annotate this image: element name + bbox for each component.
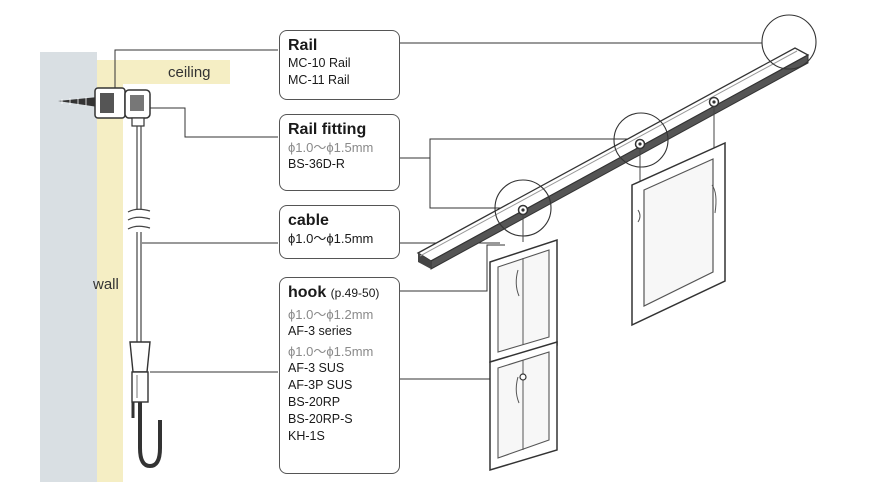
cable-box-title: cable — [288, 212, 329, 229]
ceiling-label: ceiling — [168, 64, 211, 81]
hook-icon — [129, 341, 162, 469]
rail-fitting-spec: ϕ1.0～ϕ1.5mm — [288, 140, 374, 155]
wall-rail-profile — [94, 87, 151, 127]
rail-item: MC-11 Rail — [288, 73, 350, 87]
rail-box: Rail MC-10 Rail MC-11 Rail — [279, 30, 400, 100]
main-rail — [416, 47, 810, 270]
hook-spec-2: ϕ1.0～ϕ1.5mm — [288, 344, 374, 359]
hook-item: AF-3P SUS — [288, 378, 353, 392]
rail-item: MC-10 Rail — [288, 56, 351, 70]
hook-item: AF-3 series — [288, 324, 352, 338]
hook-item: KH-1S — [288, 429, 325, 443]
hook-box: hook (p.49-50) ϕ1.0～ϕ1.2mm AF-3 series ϕ… — [279, 277, 400, 474]
cable-spec: ϕ1.0～ϕ1.5mm — [288, 231, 374, 246]
hook-title-note: (p.49-50) — [330, 286, 380, 300]
hook-item: BS-20RP-S — [288, 412, 353, 426]
wall-label: wall — [93, 276, 119, 293]
hook-title-text: hook — [288, 284, 327, 301]
ceiling-band — [97, 60, 230, 84]
hook-box-title: hook (p.49-50) — [288, 283, 391, 303]
picture-frame-lower — [489, 340, 558, 472]
wall-panel — [97, 60, 123, 482]
wall-cable — [127, 126, 151, 342]
hook-item: BS-20RP — [288, 395, 341, 409]
rail-fitting-item: BS-36D-R — [288, 157, 345, 171]
wall-shadow — [40, 52, 97, 482]
cable-box: cable ϕ1.0～ϕ1.5mm — [279, 205, 400, 259]
screw-icon — [58, 97, 98, 107]
frame-cables — [522, 106, 715, 242]
picture-frame-large — [631, 141, 726, 327]
rail-fitting-title: Rail fitting — [288, 121, 367, 138]
hook-item: AF-3 SUS — [288, 361, 345, 375]
hook-spec-1: ϕ1.0～ϕ1.2mm — [288, 307, 374, 322]
picture-frame-upper — [489, 238, 558, 363]
rail-fitting-box: Rail fitting ϕ1.0～ϕ1.5mm BS-36D-R — [279, 114, 400, 191]
rail-box-title: Rail — [288, 37, 318, 54]
